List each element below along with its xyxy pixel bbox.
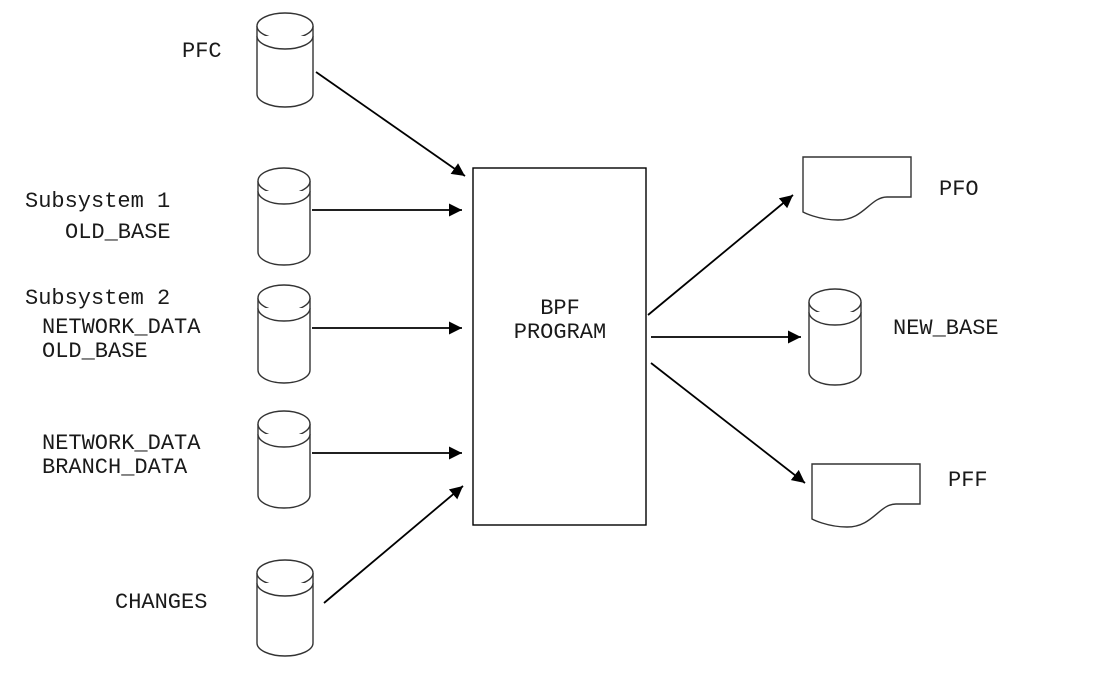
subsystem2-title: Subsystem 2 [25,286,170,311]
arrow-process-to-pfo [647,194,794,316]
arrow-pfc-to-process [315,71,466,177]
pfc-label: PFC [182,39,222,64]
process-line1-label: BPF [540,296,580,321]
subsystem1-title: Subsystem 1 [25,189,170,214]
pfo-document-icon [802,156,912,221]
arrow-process-to-pff [650,362,806,484]
branch-data-label: BRANCH_DATA [42,455,188,480]
new-base-database-icon [808,288,862,386]
new-base-label: NEW_BASE [893,316,999,341]
subsystem2-network-data-label: NETWORK_DATA [42,315,201,340]
pfc-database-icon [256,12,314,108]
process-line2-label: PROGRAM [514,320,606,345]
pfo-label: PFO [939,177,979,202]
changes-database-icon [256,559,314,657]
subsystem2-old-base-label: OLD_BASE [42,339,148,364]
subsystem1-database-icon [257,167,311,266]
changes-label: CHANGES [115,590,207,615]
subsystem2-database-icon [257,284,311,384]
arrow-changes-to-process [323,485,464,604]
pff-document-icon [811,463,921,528]
subsystem1-old-base-label: OLD_BASE [65,220,171,245]
bpf-program-box [472,167,647,526]
pff-label: PFF [948,468,988,493]
network-data-label: NETWORK_DATA [42,431,201,456]
network-branch-database-icon [257,410,311,509]
